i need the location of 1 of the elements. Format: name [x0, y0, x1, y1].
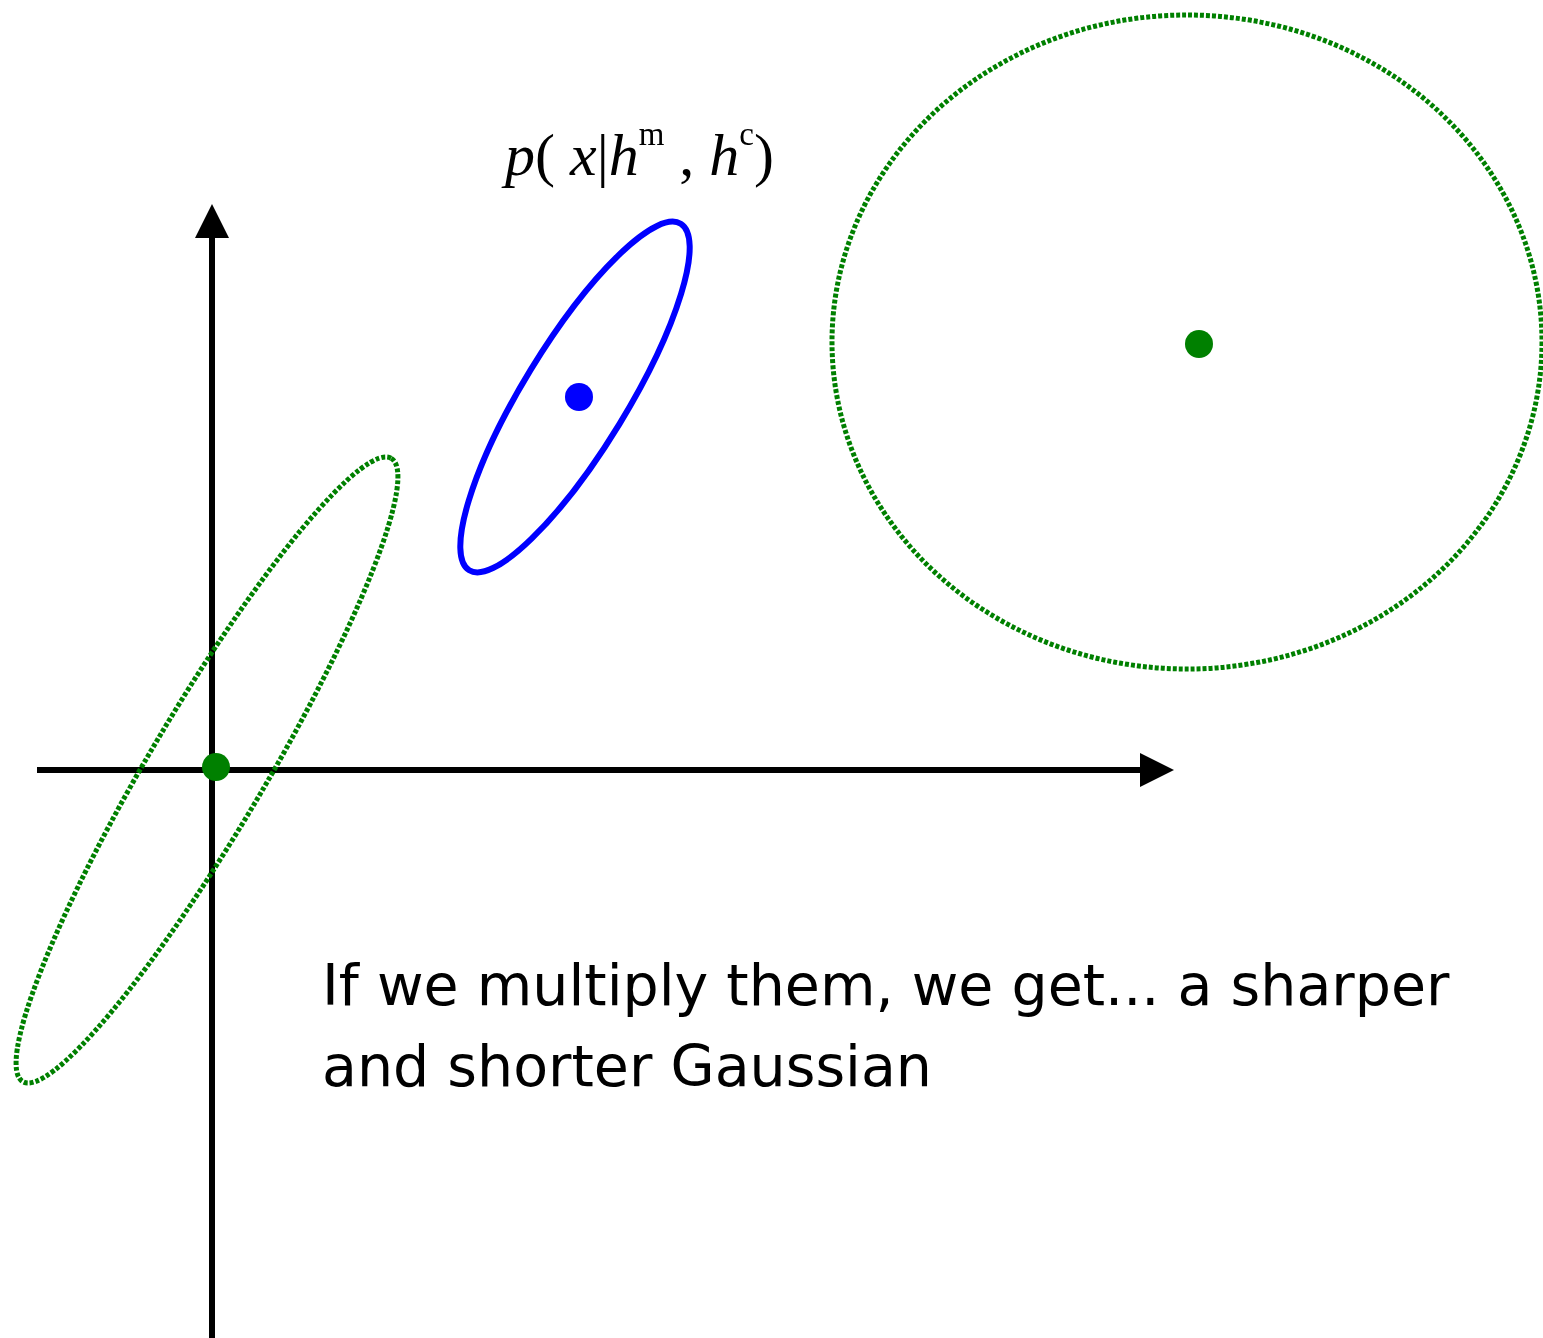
caption-text: If we multiply them, we get... a sharper and shorter Gaussian [322, 951, 1451, 1101]
